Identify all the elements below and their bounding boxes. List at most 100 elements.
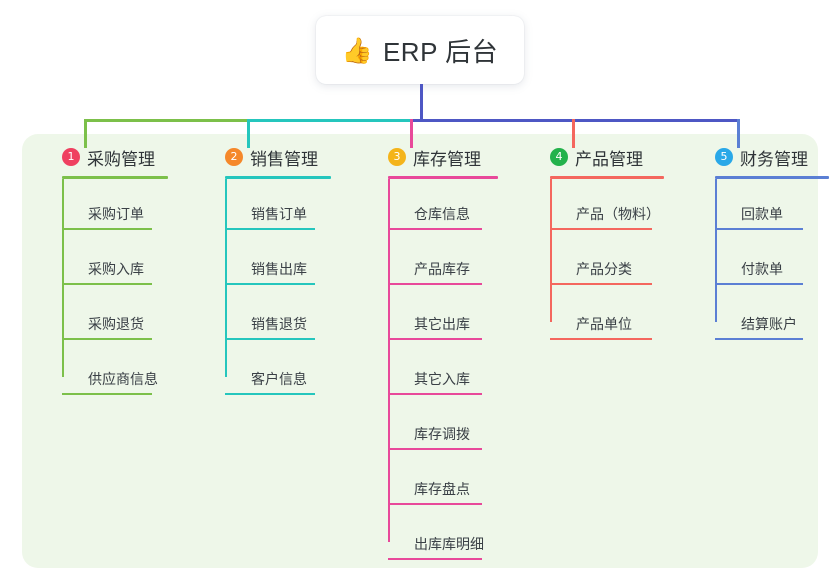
bus-segment-1: [84, 119, 250, 122]
leaf-item-underline: [388, 393, 482, 395]
leaf-item[interactable]: 采购退货: [62, 289, 168, 344]
leaf-item[interactable]: 其它出库: [388, 289, 498, 344]
leaf-item-label: 采购入库: [88, 261, 144, 277]
leaf-list: 产品（物料） 产品分类产品单位: [550, 179, 664, 344]
column-number-badge: 4: [550, 148, 568, 166]
leaf-item-label: 结算账户: [741, 316, 797, 332]
leaf-item-underline: [62, 338, 152, 340]
leaf-list: 销售订单销售出库销售退货客户信息: [225, 179, 331, 399]
leaf-item-underline: [550, 338, 652, 340]
leaf-item[interactable]: 产品库存: [388, 234, 498, 289]
bus-segment-2: [247, 119, 413, 122]
leaf-item-underline: [388, 283, 482, 285]
leaf-item-underline: [388, 558, 482, 560]
column-title: 产品管理: [575, 149, 643, 169]
leaf-item[interactable]: 供应商信息: [62, 344, 168, 399]
leaf-item-underline: [715, 228, 803, 230]
leaf-list: 仓库信息产品库存其它出库其它入库库存调拨库存盘点出库库明细: [388, 179, 498, 564]
leaf-item-label: 供应商信息: [88, 371, 158, 387]
leaf-item-label: 库存调拨: [414, 426, 470, 442]
column-number-badge: 2: [225, 148, 243, 166]
column-underline: [62, 176, 168, 179]
leaf-item-underline: [550, 283, 652, 285]
leaf-item-underline: [388, 228, 482, 230]
leaf-item[interactable]: 其它入库: [388, 344, 498, 399]
leaf-item[interactable]: 回款单: [715, 179, 829, 234]
leaf-item[interactable]: 客户信息: [225, 344, 331, 399]
leaf-spine-line: [225, 179, 227, 377]
column-underline: [715, 176, 829, 179]
leaf-item[interactable]: 付款单: [715, 234, 829, 289]
leaf-item-label: 销售退货: [251, 316, 307, 332]
column-title: 库存管理: [413, 149, 481, 169]
column-stub-5: [737, 119, 740, 148]
leaf-item-label: 采购退货: [88, 316, 144, 332]
leaf-item[interactable]: 产品单位: [550, 289, 664, 344]
leaf-item-label: 仓库信息: [414, 206, 470, 222]
diagram-panel: [22, 134, 818, 568]
leaf-list: 采购订单采购入库采购退货供应商信息: [62, 179, 168, 399]
column-产品管理: 4 产品管理产品（物料） 产品分类产品单位: [528, 144, 664, 344]
leaf-item[interactable]: 结算账户: [715, 289, 829, 344]
leaf-item-label: 客户信息: [251, 371, 307, 387]
leaf-item[interactable]: 采购订单: [62, 179, 168, 234]
leaf-item-underline: [225, 228, 315, 230]
column-underline: [225, 176, 331, 179]
leaf-item-label: 采购订单: [88, 206, 144, 222]
leaf-item-label: 产品单位: [576, 316, 632, 332]
leaf-item-underline: [62, 393, 152, 395]
leaf-item-label: 出库库明细: [414, 536, 484, 552]
leaf-item-underline: [388, 503, 482, 505]
leaf-item-underline: [225, 283, 315, 285]
leaf-item-underline: [388, 338, 482, 340]
leaf-item[interactable]: 库存调拨: [388, 399, 498, 454]
root-node[interactable]: 👍 ERP 后台: [316, 16, 524, 84]
column-header[interactable]: 3 库存管理: [366, 144, 498, 170]
leaf-item-label: 销售出库: [251, 261, 307, 277]
leaf-item-underline: [715, 338, 803, 340]
leaf-item[interactable]: 产品（物料）: [550, 179, 664, 234]
leaf-item-underline: [715, 283, 803, 285]
leaf-item-underline: [225, 393, 315, 395]
leaf-item-underline: [62, 228, 152, 230]
column-underline: [550, 176, 664, 179]
leaf-item-underline: [62, 283, 152, 285]
column-stub-4: [572, 119, 575, 148]
column-number-badge: 3: [388, 148, 406, 166]
column-header[interactable]: 2 销售管理: [203, 144, 331, 170]
leaf-item-underline: [225, 338, 315, 340]
leaf-spine-line: [715, 179, 717, 322]
thumbs-up-icon: 👍: [341, 35, 373, 65]
column-number-badge: 1: [62, 148, 80, 166]
root-node-title: ERP 后台: [382, 36, 499, 67]
leaf-item[interactable]: 销售出库: [225, 234, 331, 289]
leaf-item[interactable]: 销售订单: [225, 179, 331, 234]
leaf-item[interactable]: 出库库明细: [388, 509, 498, 564]
column-title: 销售管理: [250, 149, 318, 169]
leaf-item[interactable]: 仓库信息: [388, 179, 498, 234]
leaf-item-label: 付款单: [741, 261, 783, 277]
leaf-item[interactable]: 库存盘点: [388, 454, 498, 509]
leaf-item-label: 回款单: [741, 206, 783, 222]
leaf-item-underline: [550, 228, 652, 230]
leaf-spine-line: [388, 179, 390, 542]
column-number-badge: 5: [715, 148, 733, 166]
leaf-item-label: 库存盘点: [414, 481, 470, 497]
leaf-item-label: 产品分类: [576, 261, 632, 277]
bus-segment-3: [410, 119, 740, 122]
leaf-item-label: 产品库存: [414, 261, 470, 277]
leaf-item[interactable]: 销售退货: [225, 289, 331, 344]
leaf-item-label: 其它出库: [414, 316, 470, 332]
column-stub-2: [247, 119, 250, 148]
column-stub-3: [410, 119, 413, 148]
leaf-item[interactable]: 采购入库: [62, 234, 168, 289]
column-销售管理: 2 销售管理销售订单销售出库销售退货客户信息: [203, 144, 331, 399]
leaf-item-label: 销售订单: [251, 206, 307, 222]
leaf-item[interactable]: 产品分类: [550, 234, 664, 289]
column-header[interactable]: 4 产品管理: [528, 144, 664, 170]
